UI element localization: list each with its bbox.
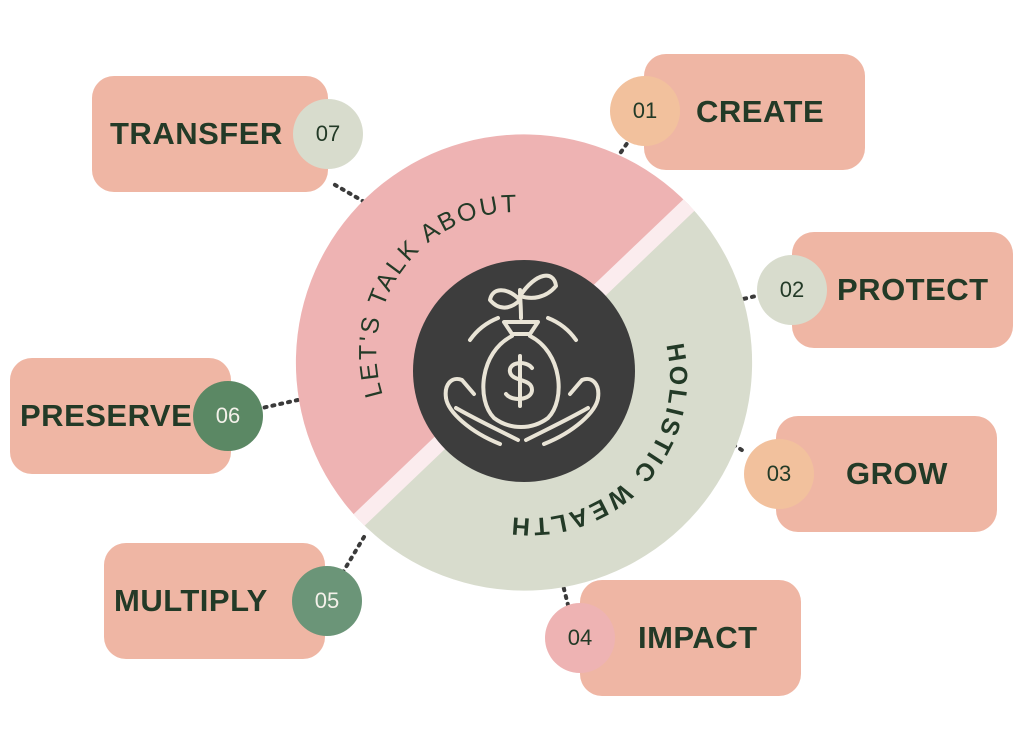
step-badge-04: 04 (545, 603, 615, 673)
step-label-create: CREATE (696, 94, 825, 129)
step-box-transfer: TRANSFER (92, 76, 328, 192)
step-label-transfer: TRANSFER (110, 116, 283, 151)
step-label-preserve: PRESERVE (20, 398, 193, 433)
step-box-multiply: MULTIPLY (104, 543, 325, 659)
step-badge-02: 02 (757, 255, 827, 325)
money-bag-growth-in-hands-icon (443, 273, 601, 446)
connector-05 (341, 535, 366, 574)
step-badge-06: 06 (193, 381, 263, 451)
step-badge-03: 03 (744, 439, 814, 509)
step-badge-07: 07 (293, 99, 363, 169)
step-label-multiply: MULTIPLY (114, 583, 268, 618)
step-box-protect: PROTECT (792, 232, 1013, 348)
step-label-protect: PROTECT (837, 272, 989, 307)
step-box-impact: IMPACT (580, 580, 801, 696)
step-label-impact: IMPACT (638, 620, 758, 655)
step-label-grow: GROW (846, 456, 948, 491)
step-box-create: CREATE (644, 54, 865, 170)
step-badge-05: 05 (292, 566, 362, 636)
step-badge-01: 01 (610, 76, 680, 146)
